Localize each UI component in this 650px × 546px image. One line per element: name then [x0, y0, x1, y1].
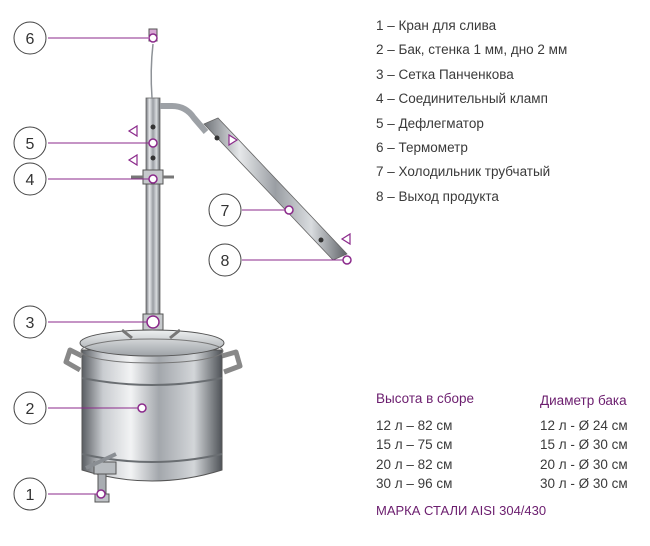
diameter-row: 12 л - Ø 24 см — [540, 418, 628, 433]
diameter-title: Диаметр бака — [540, 393, 627, 408]
svg-text:4: 4 — [26, 172, 35, 189]
tap-handle — [85, 452, 117, 470]
port — [214, 135, 220, 141]
svg-text:6: 6 — [26, 31, 35, 48]
marker-3 — [146, 315, 160, 329]
callout-2: 2 — [13, 391, 47, 425]
svg-text:7: 7 — [221, 203, 230, 220]
diameter-row: 20 л - Ø 30 см — [540, 456, 628, 472]
callouts: 6 5 4 7 8 3 2 1 — [13, 21, 242, 511]
tank-band — [81, 377, 223, 386]
legend-item: 6 – Термометр — [376, 139, 468, 155]
marker-8 — [342, 255, 352, 265]
marker-6 — [148, 33, 158, 43]
bend-pipe — [160, 103, 209, 134]
marker-5 — [148, 138, 158, 148]
legend-item: 8 – Выход продукта — [376, 188, 499, 204]
marker-7 — [284, 205, 294, 215]
condenser-tube — [203, 117, 348, 261]
legend-item: 2 – Бак, стенка 1 мм, дно 2 мм — [376, 42, 568, 58]
legend-item: 1 – Кран для слива — [376, 18, 497, 33]
height-title: Высота в сборе — [376, 391, 475, 406]
parts-legend: 1 – Кран для слива 2 – Бак, стенка 1 мм,… — [376, 14, 567, 209]
diameter-row: 15 л - Ø 30 см — [540, 437, 628, 453]
port — [150, 124, 156, 130]
callout-3: 3 — [13, 305, 47, 339]
tank-lid-rim — [80, 338, 224, 364]
diameter-list: 12 л - Ø 24 см 15 л - Ø 30 см 20 л - Ø 3… — [540, 416, 628, 493]
callout-6: 6 — [13, 21, 47, 55]
height-row: 12 л – 82 см — [376, 418, 453, 433]
handle-left — [63, 347, 84, 373]
legend-item: 3 – Сетка Панченкова — [376, 66, 514, 82]
handle-right — [221, 349, 243, 375]
svg-text:3: 3 — [26, 315, 35, 332]
legend-item: 5 – Дефлегматор — [376, 115, 484, 131]
height-row: 15 л – 75 см — [376, 437, 453, 453]
svg-text:2: 2 — [26, 401, 35, 418]
marker-4 — [148, 174, 158, 184]
clamp-wing — [121, 328, 181, 340]
leader-lines — [48, 37, 343, 495]
legend-item: 7 – Холодильник трубчатый — [376, 164, 551, 180]
tank-band — [81, 453, 223, 463]
port — [150, 155, 156, 161]
callout-1: 1 — [13, 477, 47, 511]
callout-5: 5 — [13, 126, 47, 160]
height-row: 30 л – 96 см — [376, 475, 453, 491]
arrow-icon — [340, 232, 351, 246]
column-tube — [145, 97, 161, 331]
steel-grade: МАРКА СТАЛИ AISI 304/430 — [376, 503, 547, 518]
markers — [96, 33, 352, 499]
callout-7: 7 — [208, 193, 242, 227]
port — [318, 237, 324, 243]
condenser — [160, 103, 348, 261]
arrow-icon — [127, 124, 138, 138]
svg-text:1: 1 — [26, 487, 35, 504]
tank — [63, 328, 243, 482]
svg-text:8: 8 — [221, 253, 230, 270]
callout-8: 8 — [208, 243, 242, 277]
height-row: 20 л – 82 см — [376, 456, 453, 472]
thermometer-wire — [150, 43, 154, 99]
svg-text:5: 5 — [26, 136, 35, 153]
marker-2 — [137, 403, 147, 413]
diameter-row: 30 л - Ø 30 см — [540, 475, 628, 491]
arrow-icon — [127, 153, 138, 167]
arrow-icon — [228, 133, 239, 147]
marker-1 — [96, 489, 106, 499]
flow-arrows — [127, 124, 351, 246]
legend-item: 4 – Соединительный кламп — [376, 91, 548, 107]
callout-4: 4 — [13, 162, 47, 196]
height-list: 12 л – 82 см 15 л – 75 см 20 л – 82 см 3… — [376, 416, 452, 493]
